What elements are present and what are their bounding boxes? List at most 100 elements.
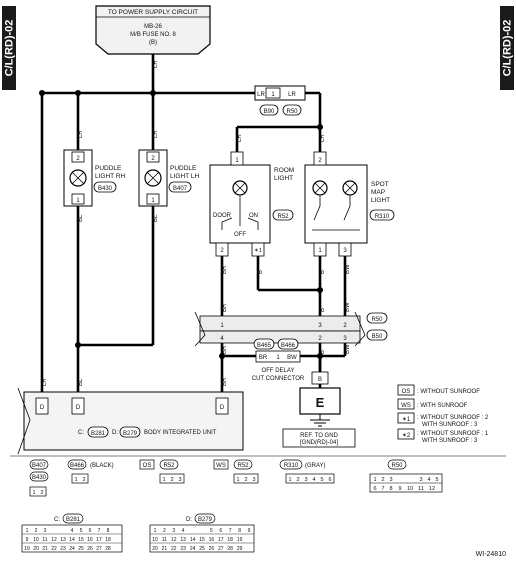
pin-label: 4 [182, 528, 185, 534]
pin-label: 2 [381, 477, 384, 483]
biu-pin-d: D [40, 405, 45, 411]
wire-label-rh-top: LR [78, 130, 84, 138]
pin-label: 15 [78, 537, 84, 543]
spot-map-name3: LIGHT [371, 197, 390, 204]
view-code-b407: B407 [32, 463, 47, 469]
legend-star2-line1: : WITHOUT SUNROOF : 1 [417, 431, 489, 437]
offdelay-code-b466: B466 [281, 343, 296, 349]
pin-label: 19 [24, 546, 30, 552]
pin-label: 6 [373, 486, 376, 492]
wire-label-r50-b: B [320, 308, 326, 312]
pin-label: 2 [151, 156, 155, 162]
power-box-line3: (B) [149, 40, 157, 46]
pin-label: 25 [199, 546, 205, 552]
legend-os-key: OS [402, 389, 411, 395]
pin-label: 11 [162, 537, 167, 543]
room-light-name2: LIGHT [274, 175, 293, 182]
top-connector-b90-r50: LR 1 LR B90 R50 [254, 85, 306, 116]
connector-d-grid [149, 524, 255, 553]
connector-code-b90: B90 [264, 109, 275, 115]
pin-label: 7 [381, 486, 384, 492]
spot-map-light: 2 1 3 SPOT MAP LIGHT R310 LR B BW [304, 134, 395, 274]
wire-label-spot-b: B [320, 270, 326, 274]
biu-name: BODY INTEGRATED UNIT [144, 430, 217, 436]
pin-label: 2 [296, 477, 299, 483]
pin-label: 29 [237, 546, 243, 552]
offdelay-name2: CUT CONNECTOR [252, 376, 305, 382]
wire-network [40, 54, 347, 395]
legend-star2-line2: WITH SUNROOF : 3 [422, 438, 478, 444]
pin-label: 17 [218, 537, 224, 543]
legend: OS : WITHOUT SUNROOF WS : WITH SUNROOF ✶… [397, 384, 489, 444]
pin-label: 10 [33, 537, 39, 543]
biu-c-code: B281 [91, 431, 106, 437]
harness-code-b50: B50 [372, 334, 383, 340]
pin-label: 8 [107, 528, 110, 534]
pin-label: 1 [32, 490, 35, 496]
pin-label: 3 [172, 528, 175, 534]
pin-label: 3 [419, 477, 422, 483]
wire-label-b50-b: B [320, 350, 326, 354]
power-box-title: TO POWER SUPPLY CIRCUIT [108, 9, 198, 16]
legend-star2-key: ✶2 [402, 432, 411, 439]
pin-label: 1 [235, 158, 239, 164]
ground: B E REF. TO GND [GND(RD)-04] [282, 371, 356, 448]
pin-label: 1 [74, 477, 77, 483]
pin-label: 26 [87, 546, 93, 552]
section-tab-left: C/L(RD)-02 [2, 6, 16, 90]
wire-label-biu-bl: BL [78, 378, 84, 386]
pin-label: 19 [237, 537, 243, 543]
room-light: 1 DOOR ON OFF 2 ✶1 ROOM LIGHT R52 LR BR … [209, 134, 294, 274]
room-light-off-label: OFF [234, 232, 246, 238]
view-d-prefix: D: [186, 517, 192, 523]
legend-ws-text: : WITH SUNROOF [417, 403, 468, 409]
view-c-prefix: C: [54, 517, 60, 523]
room-light-door-label: DOOR [213, 213, 232, 219]
pin-label: 2 [220, 248, 224, 254]
pin-label: 14 [69, 537, 75, 543]
off-delay-cut-connector: B465 B466 BR 1 BW OFF DELAY CUT CONNECTO… [252, 338, 305, 382]
pin-label: 15 [199, 537, 205, 543]
legend-os-text: : WITHOUT SUNROOF [417, 389, 480, 395]
pin-label: 14 [190, 537, 196, 543]
pin-label: 24 [190, 546, 196, 552]
pin-label: 9 [398, 486, 401, 492]
harness-code-r50: R50 [371, 317, 383, 323]
pin-label: 25 [78, 546, 84, 552]
pin-label: 24 [69, 546, 75, 552]
pin-label: 2 [318, 158, 322, 164]
pin-label: 2 [40, 490, 43, 496]
pin-label: 3 [304, 477, 307, 483]
pin-label: 1 [373, 477, 376, 483]
power-box-line1: MB-26 [144, 24, 162, 30]
pin-label: 26 [209, 546, 215, 552]
biu-d-code: B279 [123, 431, 138, 437]
wire-label-biu-br: BR [222, 377, 228, 386]
pin-label: 5 [320, 477, 323, 483]
view-code-b466: B466 [70, 463, 85, 469]
pin-label: 2 [35, 528, 38, 534]
wire-label-lr-top-right: LR [288, 92, 296, 98]
pin-label: 16 [87, 537, 93, 543]
pin-label: 23 [60, 546, 66, 552]
biu-d-label: D: [112, 430, 118, 436]
pin-label: 17 [96, 537, 102, 543]
pin-label: 9 [26, 537, 29, 543]
pin-label: 27 [96, 546, 102, 552]
pin-label: 4 [312, 477, 315, 483]
pin-label: 1 [276, 355, 280, 361]
view-code-b430: B430 [32, 475, 47, 481]
biu-c-label: C: [78, 430, 84, 436]
offdelay-name1: OFF DELAY [262, 368, 295, 374]
pin-label: 7 [229, 528, 232, 534]
pin-label: 1 [318, 248, 322, 254]
pin-label: 1 [271, 92, 275, 98]
wire-label-r50-bw: BW [345, 302, 351, 312]
pin-label: 20 [33, 546, 39, 552]
pin-label: 2 [318, 336, 322, 342]
puddle-lh-name2: LIGHT LH [170, 173, 199, 180]
power-supply-box: TO POWER SUPPLY CIRCUIT MB-26 M/B FUSE N… [95, 5, 211, 55]
puddle-light-lh: 2 1 PUDDLE LIGHT LH B407 LR BL [138, 130, 199, 222]
